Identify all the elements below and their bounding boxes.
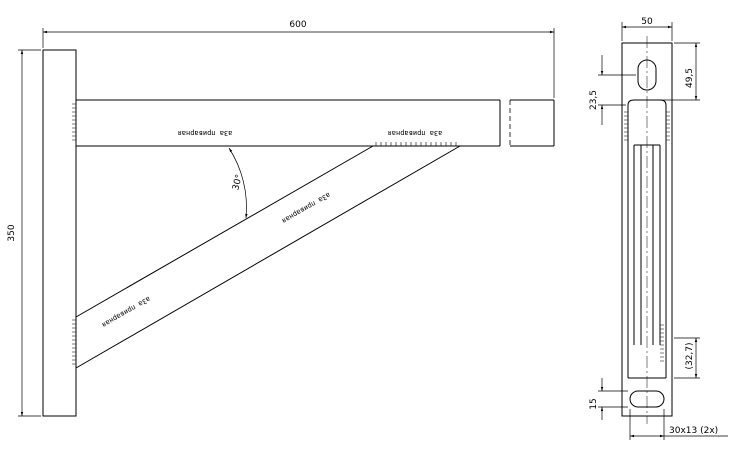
weld-label-brace-upper: a3a приварная (280, 191, 331, 225)
vertical-post (42, 49, 77, 417)
dimension-angle-label: 30° (231, 173, 245, 191)
weld-label-top-right: a3a приварная (388, 129, 443, 137)
diagonal-brace (75, 145, 461, 369)
dimension-slot-top-label: 23,5 (589, 90, 599, 110)
dimension-profile-width: 50 (621, 17, 673, 41)
dimension-slot-top: 23,5 (589, 55, 636, 125)
top-slot (637, 59, 657, 91)
dimension-bottom-slot: 15 (589, 378, 628, 420)
horizontal-arm (76, 99, 555, 147)
weld-marks (72, 103, 457, 365)
dimension-angle: 30° (228, 147, 248, 219)
dimension-lower: (32,7) (674, 337, 700, 379)
dimension-width: 600 (42, 20, 555, 98)
dimension-slot-offset: 49,5 (658, 42, 700, 101)
dimension-bottom-slot-label: 15 (589, 398, 599, 409)
dimension-slot-size: 30x13 (2x) (629, 409, 728, 440)
side-view: 50 23,5 49,5 (32,7) (589, 17, 728, 440)
dimension-slot-offset-label: 49,5 (685, 68, 695, 88)
dimension-height-label: 350 (7, 224, 17, 241)
weld-label-top-left: a3a приварная (178, 129, 233, 137)
weld-label-brace-lower: a3a приварная (100, 295, 151, 329)
dimension-slot-size-label: 30x13 (2x) (669, 426, 718, 436)
bottom-slot (629, 390, 665, 408)
front-view: 600 350 30° a3a приварная a3a приварная … (7, 20, 555, 417)
dimension-height: 350 (7, 49, 41, 417)
side-weld-marks (624, 111, 670, 362)
dimension-lower-label: (32,7) (685, 342, 695, 369)
dimension-profile-width-label: 50 (641, 17, 653, 27)
dimension-width-label: 600 (289, 20, 306, 30)
